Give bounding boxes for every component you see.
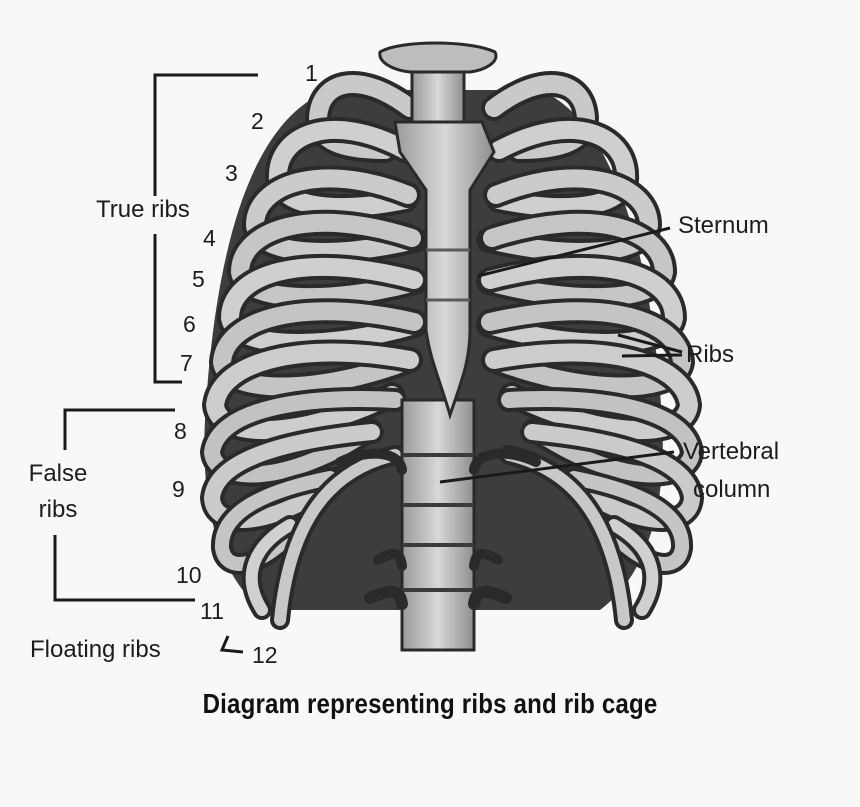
rib-number-4: 4: [203, 225, 216, 251]
false-ribs-label-line1: False: [28, 460, 88, 487]
floating-ribs-bracket: [219, 635, 244, 654]
diagram-caption: Diagram representing ribs and rib cage: [202, 688, 658, 719]
rib-number-2: 2: [251, 108, 264, 134]
vertebral-column-shape: [335, 398, 541, 652]
rib-number-6: 6: [183, 311, 196, 337]
rib-number-12: 12: [252, 642, 278, 668]
rib-number-1: 1: [305, 60, 318, 86]
rib-number-7: 7: [180, 350, 193, 376]
ribs-pointer-upper: [617, 333, 683, 354]
ribs-pointer-lower: [621, 353, 683, 358]
left-ribs: [199, 71, 428, 630]
rib-number-10: 10: [176, 562, 202, 588]
vertebral-label-line1: Vertebral: [683, 438, 780, 465]
sternum-pointer: [477, 226, 671, 278]
bracket-lines: [53, 73, 258, 654]
rib-number-8: 8: [174, 418, 187, 444]
rib-number-9: 9: [172, 476, 185, 502]
pointer-lines: [439, 226, 683, 484]
vertebral-label-line2: column: [693, 476, 771, 503]
ribs-label: Ribs: [686, 341, 735, 368]
rib-number-5: 5: [192, 266, 205, 292]
rib-number-3: 3: [225, 160, 238, 186]
sternum-label: Sternum: [678, 212, 769, 239]
right-ribs: [476, 71, 705, 630]
sternum-shape: [393, 120, 496, 421]
false-ribs-bracket: [53, 408, 195, 602]
vertebral-pointer: [439, 450, 675, 484]
true-ribs-label: True ribs: [96, 196, 190, 223]
rib-number-11: 11: [200, 598, 224, 624]
floating-ribs-label: Floating ribs: [30, 636, 161, 663]
true-ribs-bracket: [153, 73, 258, 384]
false-ribs-label-line2: ribs: [38, 496, 78, 523]
